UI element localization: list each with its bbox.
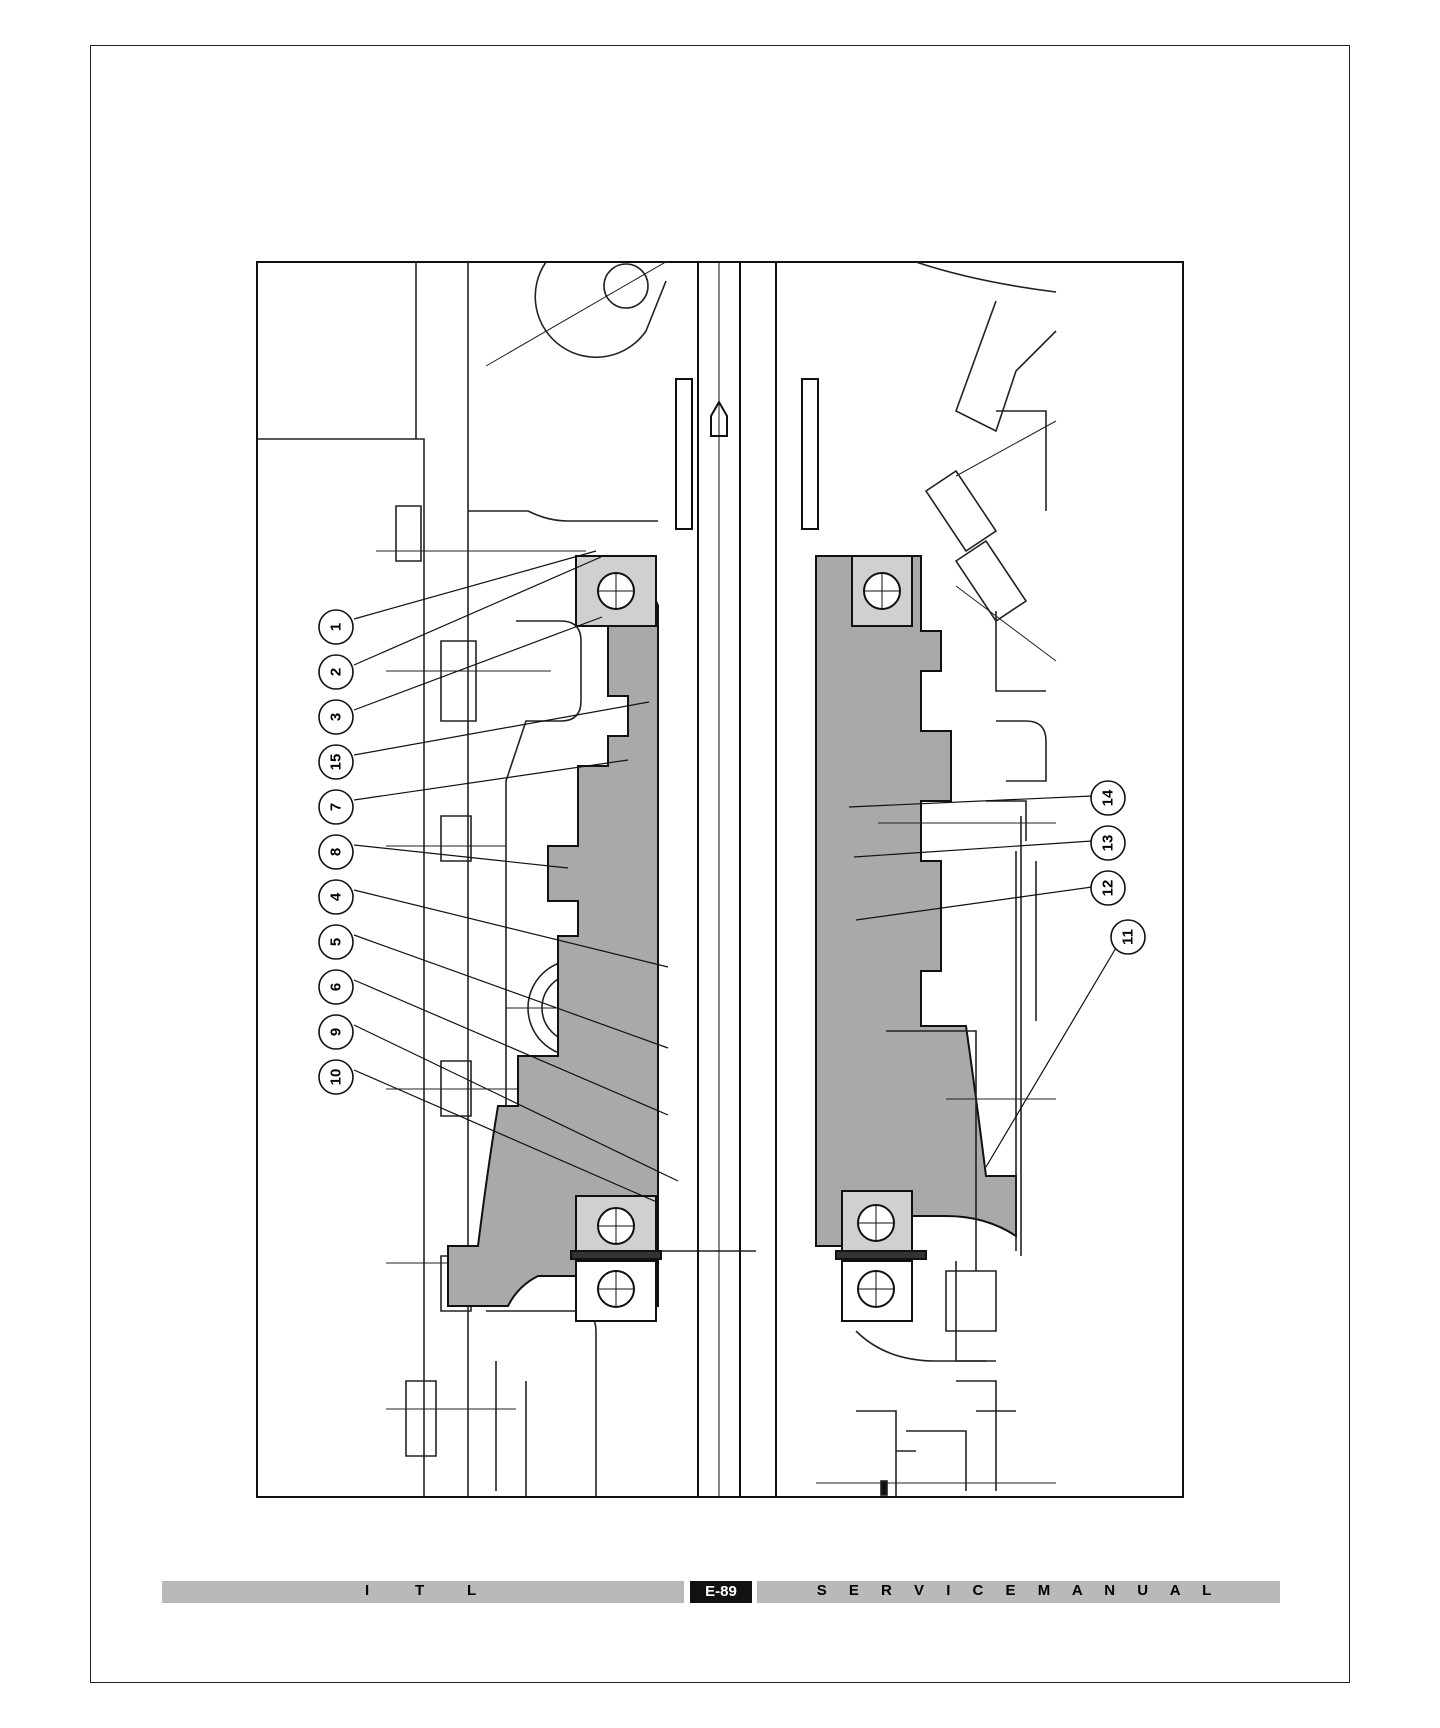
service-manual-label: S E R V I C E M A N U A L: [757, 1582, 1280, 1599]
callout-4-label: 4: [328, 892, 345, 901]
callout-6-label: 6: [328, 983, 345, 991]
callout-14: 14: [1091, 781, 1125, 815]
callout-8-label: 8: [328, 848, 345, 856]
footer-letter-3: L: [467, 1582, 476, 1599]
callout-15: 15: [319, 745, 353, 779]
callout-10: 10: [319, 1060, 353, 1094]
footer-left-bar: I T L: [162, 1581, 684, 1603]
callout-7-label: 7: [328, 803, 345, 811]
callout-2: 2: [319, 655, 353, 689]
page-footer: I T L E-89 S E R V I C E M A N U A L: [162, 1581, 1280, 1603]
right-lower-bearing: [836, 1251, 926, 1321]
callout-11: 11: [1111, 920, 1145, 954]
drawing-border: [257, 262, 1183, 1497]
callout-6: 6: [319, 970, 353, 1004]
callout-4: 4: [319, 880, 353, 914]
footer-right-bar: S E R V I C E M A N U A L: [757, 1581, 1280, 1603]
footer-letter-2: T: [415, 1582, 424, 1599]
callout-1-label: 1: [328, 623, 345, 631]
callout-9: 9: [319, 1015, 353, 1049]
callout-13: 13: [1091, 826, 1125, 860]
page-number: E-89: [690, 1581, 752, 1603]
callout-10-label: 10: [328, 1069, 345, 1086]
footer-letter-1: I: [365, 1582, 369, 1599]
callout-14-label: 14: [1100, 789, 1117, 806]
callout-1: 1: [319, 610, 353, 644]
cross-section-diagram: 1 2 3 15 7 8 4 5 6 9 10 14 13 12 11: [256, 261, 1184, 1498]
callout-5-label: 5: [328, 938, 345, 946]
callout-8: 8: [319, 835, 353, 869]
left-lower-bearing: [571, 1251, 661, 1321]
callout-9-label: 9: [328, 1028, 345, 1036]
callout-12: 12: [1091, 871, 1125, 905]
callout-15-label: 15: [328, 754, 345, 771]
callout-12-label: 12: [1100, 880, 1117, 897]
callout-2-label: 2: [328, 668, 345, 676]
callout-7: 7: [319, 790, 353, 824]
callout-11-label: 11: [1120, 929, 1137, 945]
callout-13-label: 13: [1100, 835, 1117, 852]
callout-5: 5: [319, 925, 353, 959]
callout-3-label: 3: [328, 713, 345, 721]
callout-3: 3: [319, 700, 353, 734]
technical-drawing: 1 2 3 15 7 8 4 5 6 9 10 14 13 12 11: [256, 261, 1184, 1498]
